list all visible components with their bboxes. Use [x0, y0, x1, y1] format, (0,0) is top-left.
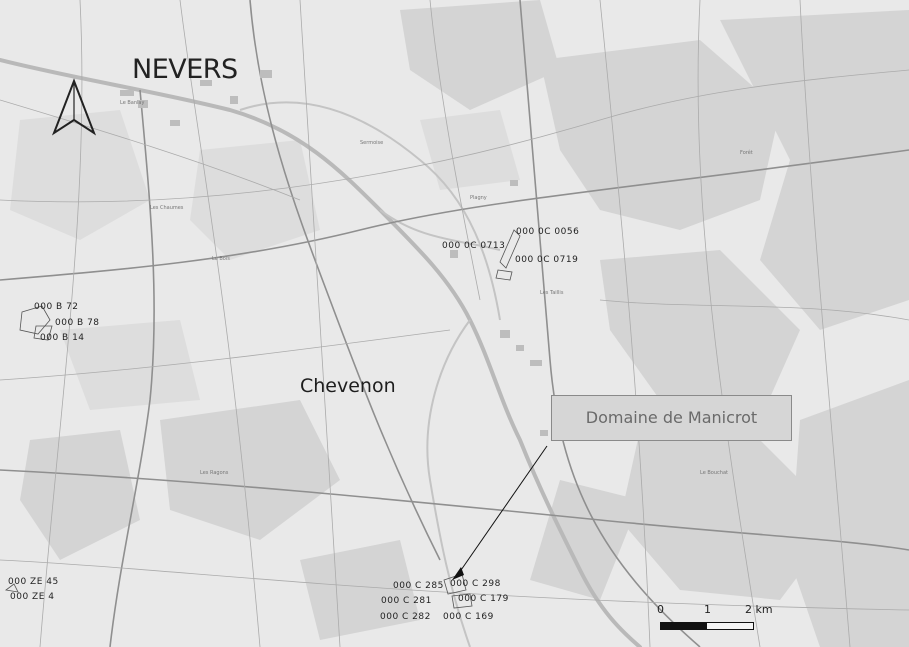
parcel-label-c-179: 000 C 179 [458, 594, 509, 604]
parcel-label-0c-0719: 000 0C 0719 [515, 255, 579, 265]
city-label-nevers: NEVERS [132, 54, 238, 85]
scale-label-2km: 2 km [745, 603, 773, 616]
parcel-label-b-78: 000 B 78 [55, 318, 100, 328]
parcel-label-b-14: 000 B 14 [40, 333, 85, 343]
scale-bar-graphic [660, 622, 754, 630]
scale-label-0: 0 [657, 603, 664, 616]
parcel-label-c-169: 000 C 169 [443, 612, 494, 622]
parcel-label-0c-0713: 000 0C 0713 [442, 241, 506, 251]
parcel-label-ze-45: 000 ZE 45 [8, 577, 59, 587]
parcel-label-c-282: 000 C 282 [380, 612, 431, 622]
callout-domaine-de-manicrot[interactable]: Domaine de Manicrot [551, 395, 792, 441]
parcel-label-ze-4: 000 ZE 4 [10, 592, 55, 602]
north-arrow-icon [51, 78, 97, 136]
parcel-label-c-298: 000 C 298 [450, 579, 501, 589]
parcel-label-0c-0056: 000 0C 0056 [516, 227, 580, 237]
parcel-label-b-72: 000 B 72 [34, 302, 79, 312]
scale-label-1: 1 [704, 603, 711, 616]
parcel-label-c-285: 000 C 285 [393, 581, 444, 591]
city-label-chevenon: Chevenon [300, 375, 396, 397]
parcel-label-c-281: 000 C 281 [381, 596, 432, 606]
